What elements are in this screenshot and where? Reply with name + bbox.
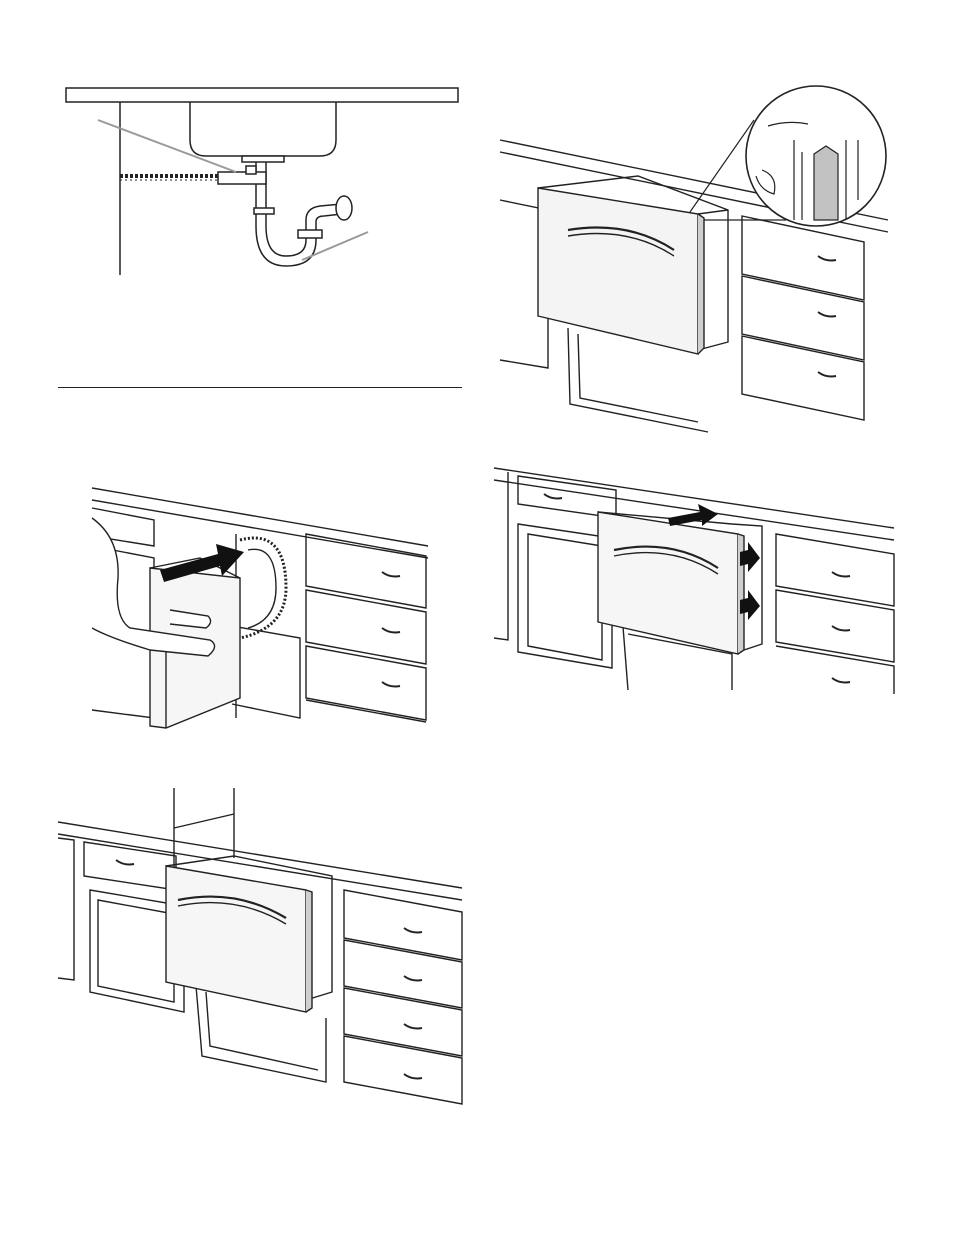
drawer-offset-figure	[56, 786, 464, 1108]
drawer-bracket-callout-icon	[498, 80, 890, 436]
slide-drawer-figure	[90, 478, 430, 740]
bracket-detail-figure	[498, 80, 890, 436]
push-sides-figure	[492, 464, 896, 694]
drawer-side-arrows-icon	[492, 464, 896, 694]
drawer-offset-measurement-icon	[56, 786, 464, 1108]
under-sink-drain-icon	[60, 80, 460, 280]
sink-drain-figure	[60, 80, 460, 280]
section-divider	[58, 387, 462, 388]
installer-pushing-drawer-icon	[90, 478, 430, 740]
